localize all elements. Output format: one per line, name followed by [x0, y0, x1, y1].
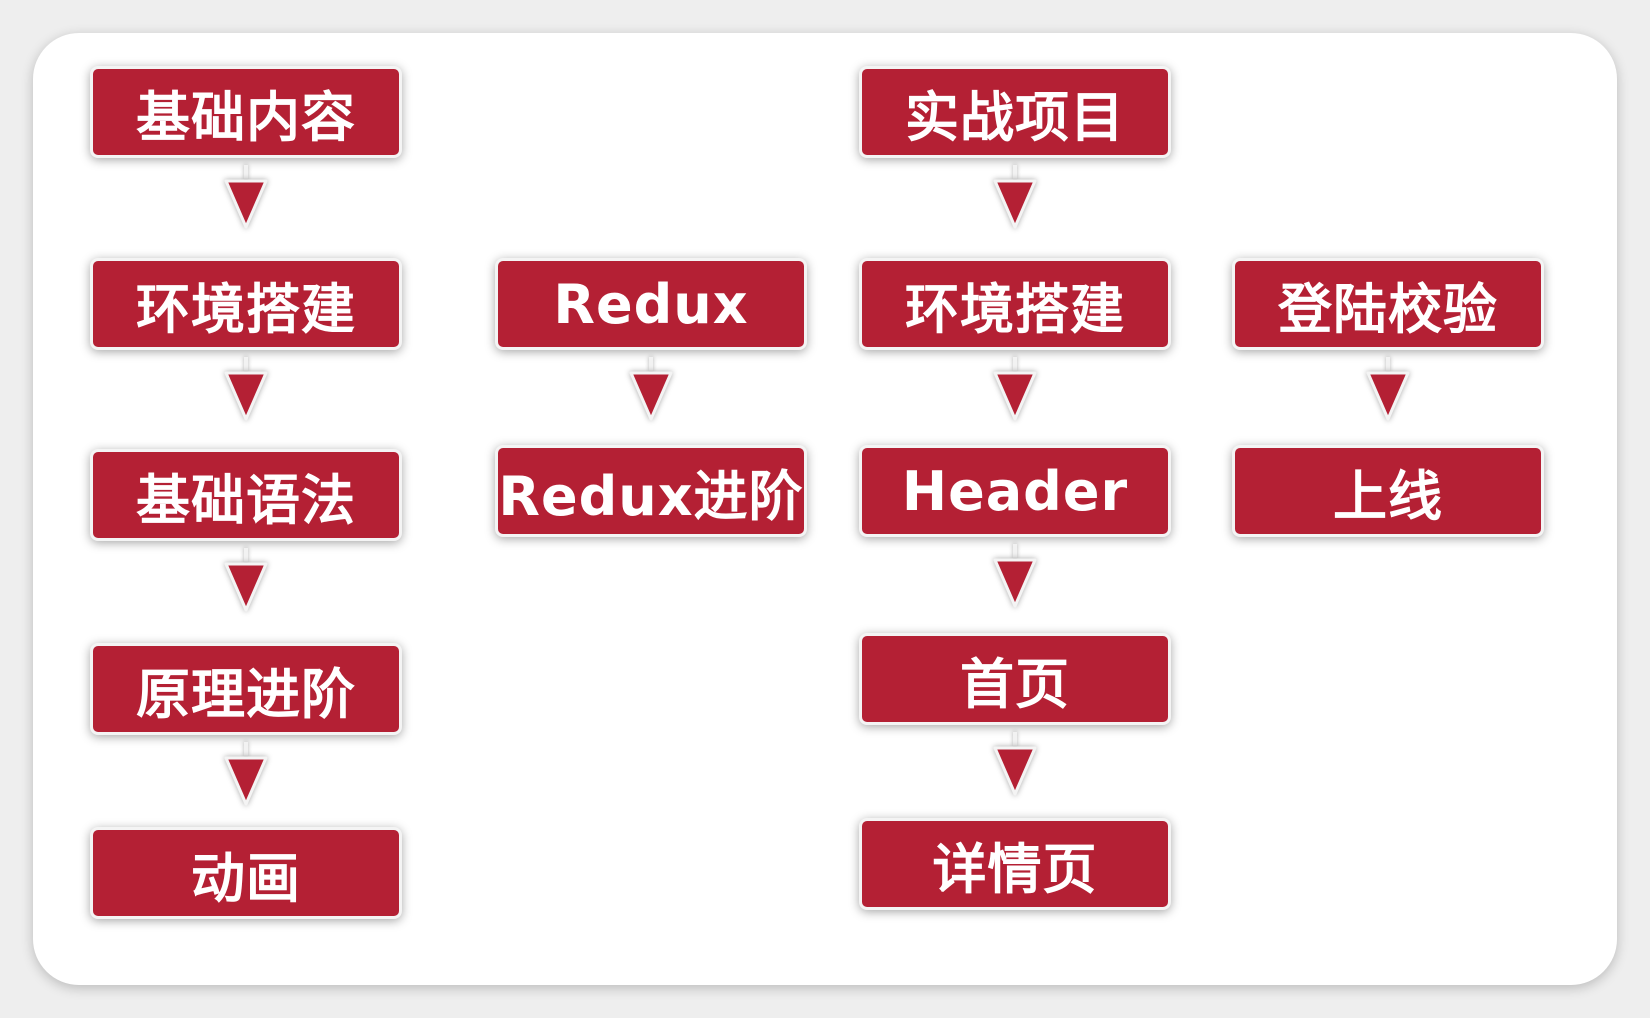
arrow-down-icon: [993, 558, 1037, 608]
node-env-setup: 环境搭建: [90, 258, 402, 350]
node-basic-content: 基础内容: [90, 66, 402, 158]
arrow-stem: [1013, 165, 1017, 179]
arrow-stem: [1013, 732, 1017, 746]
node-animation: 动画: [90, 827, 402, 919]
node-redux-advanced: Redux进阶: [495, 445, 807, 537]
arrow-down-icon: [224, 179, 268, 229]
arrow-connector: [1365, 357, 1411, 437]
arrow-down-icon: [993, 179, 1037, 229]
arrow-stem: [244, 357, 248, 371]
node-label: Redux进阶: [498, 464, 804, 528]
arrow-down-icon: [993, 371, 1037, 421]
arrow-connector: [223, 357, 269, 437]
node-practical-project: 实战项目: [859, 66, 1171, 158]
diagram-canvas: 基础内容 环境搭建 基础语法 原理进阶 动画 Redux: [33, 33, 1617, 985]
arrow-connector: [628, 357, 674, 437]
arrow-connector: [992, 165, 1038, 245]
arrow-down-icon: [1366, 371, 1410, 421]
arrow-down-icon: [629, 371, 673, 421]
node-label: 登陆校验: [1278, 277, 1498, 341]
node-login-check: 登陆校验: [1232, 258, 1544, 350]
arrow-down-icon: [224, 562, 268, 612]
node-go-live: 上线: [1232, 445, 1544, 537]
node-label: Header: [901, 459, 1129, 523]
node-redux: Redux: [495, 258, 807, 350]
arrow-stem: [1013, 544, 1017, 558]
node-basic-syntax: 基础语法: [90, 449, 402, 541]
arrow-connector: [992, 732, 1038, 812]
node-project-env-setup: 环境搭建: [859, 258, 1171, 350]
arrow-down-icon: [224, 756, 268, 806]
arrow-stem: [244, 548, 248, 562]
arrow-connector: [992, 544, 1038, 624]
node-label: 环境搭建: [905, 277, 1125, 341]
node-detail-page: 详情页: [859, 818, 1171, 910]
node-label: 基础内容: [136, 85, 356, 149]
node-label: 环境搭建: [136, 277, 356, 341]
arrow-connector: [223, 165, 269, 245]
arrow-connector: [223, 742, 269, 822]
arrow-stem: [244, 165, 248, 179]
node-label: 详情页: [932, 837, 1098, 901]
arrow-stem: [1386, 357, 1390, 371]
arrow-down-icon: [993, 746, 1037, 796]
node-label: 首页: [960, 652, 1070, 716]
arrow-connector: [992, 357, 1038, 437]
arrow-connector: [223, 548, 269, 628]
node-label: 上线: [1333, 464, 1443, 528]
node-header: Header: [859, 445, 1171, 537]
node-label: 基础语法: [136, 468, 356, 532]
arrow-stem: [1013, 357, 1017, 371]
node-principle-advanced: 原理进阶: [90, 643, 402, 735]
node-label: Redux: [553, 272, 749, 336]
arrow-stem: [244, 742, 248, 756]
arrow-down-icon: [224, 371, 268, 421]
node-home-page: 首页: [859, 633, 1171, 725]
arrow-stem: [649, 357, 653, 371]
node-label: 原理进阶: [136, 662, 356, 726]
node-label: 实战项目: [905, 85, 1125, 149]
node-label: 动画: [191, 846, 301, 910]
